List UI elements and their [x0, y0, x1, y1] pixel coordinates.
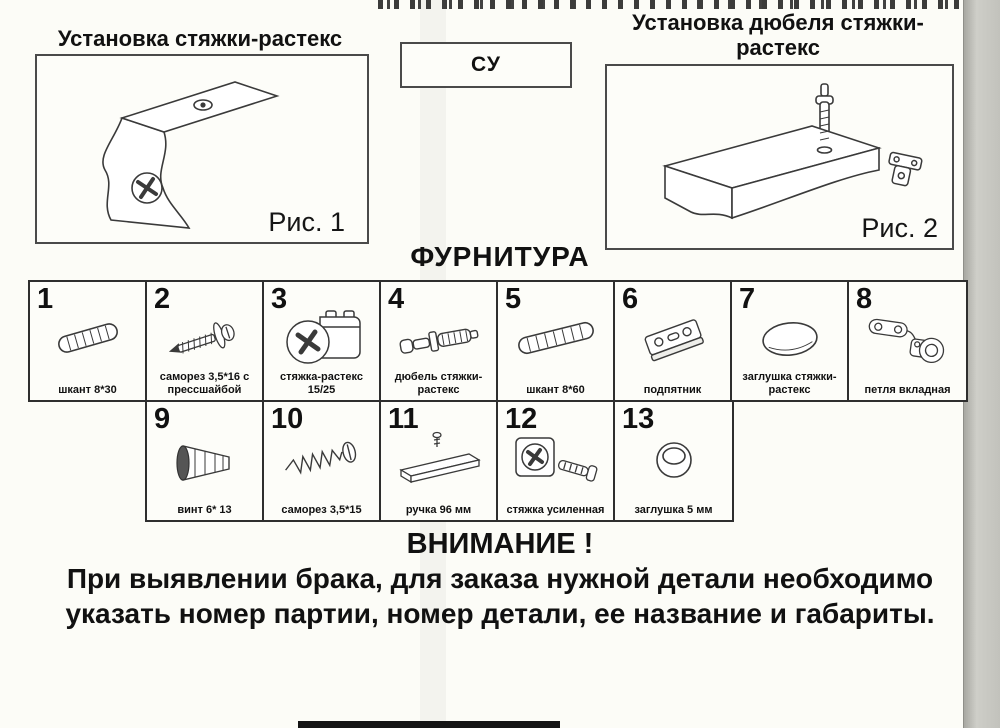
item-number: 5 — [505, 283, 522, 315]
dowel-icon — [30, 306, 145, 370]
item-number: 1 — [37, 283, 54, 315]
hardware-table-row-2: 9 винт 6* 13 10 — [145, 402, 734, 522]
notice-line-1: При выявлении брака, для заказа нужной д… — [66, 563, 934, 594]
hardware-item: 3 стяжка-растекс 15/25 — [264, 282, 381, 400]
item-number: 12 — [505, 403, 538, 435]
hardware-item: 4 дюбель стяжк — [381, 282, 498, 400]
figure2-title: Установка дюбеля стяжки-растекс — [632, 10, 924, 61]
hardware-table-row-1: 1 шкант 8*30 2 — [28, 280, 968, 402]
item-label: винт 6* 13 — [177, 503, 232, 516]
item-label: дюбель стяжки-растекс — [394, 370, 483, 396]
item-label: шкант 8*30 — [58, 383, 117, 396]
item-label: ручка 96 мм — [405, 503, 472, 516]
cone-screw-icon — [147, 426, 262, 490]
notice-line-2: указать номер партии, номер детали, ее н… — [65, 598, 935, 629]
su-label-box: СУ — [400, 42, 572, 88]
scan-edge — [963, 0, 1000, 728]
rastex-dowel-icon — [381, 306, 496, 370]
item-label: стяжка-растекс 15/25 — [280, 370, 363, 396]
item-number: 7 — [739, 283, 756, 315]
item-number: 2 — [154, 283, 171, 315]
item-number: 11 — [388, 403, 419, 435]
hardware-item: 12 — [498, 402, 615, 520]
item-label: саморез 3,5*16 с прессшайбой — [159, 370, 250, 396]
hardware-item: 10 саморез 3,5*15 — [264, 402, 381, 520]
notice-title: ВНИМАНИЕ ! — [406, 528, 594, 560]
item-label: петля вкладная — [864, 383, 951, 396]
dowel-long-icon — [498, 306, 613, 370]
cap-icon — [615, 426, 732, 490]
item-number: 9 — [154, 403, 171, 435]
item-number: 13 — [622, 403, 655, 435]
item-number: 6 — [622, 283, 639, 315]
handle-icon — [381, 426, 496, 490]
figure1-title: Установка стяжки-растекс — [57, 26, 343, 51]
inset-hinge-icon — [849, 306, 966, 370]
figure1-box: Рис. 1 — [35, 54, 369, 244]
item-label: подпятник — [643, 383, 702, 396]
scan-bottom-bar — [298, 721, 560, 728]
hardware-item: 6 подпятник — [615, 282, 732, 400]
hardware-item: 1 шкант 8*30 — [30, 282, 147, 400]
hardware-item: 13 заглушка 5 мм — [615, 402, 732, 520]
item-number: 10 — [271, 403, 304, 435]
hardware-item: 5 шкант 8*60 — [498, 282, 615, 400]
item-number: 8 — [856, 283, 873, 315]
hardware-item: 2 са — [147, 282, 264, 400]
rastex-installation-drawing — [37, 56, 367, 238]
rastex-cam-icon — [264, 306, 379, 370]
hardware-item: 7 заглушка стяжки-растекс — [732, 282, 849, 400]
item-number: 3 — [271, 283, 288, 315]
screw-icon — [264, 426, 379, 490]
item-label: саморез 3,5*15 — [281, 503, 362, 516]
item-label: заглушка 5 мм — [634, 503, 713, 516]
dowel-installation-drawing — [607, 66, 952, 244]
figure1-caption: Рис. 1 — [268, 207, 345, 237]
figure2-box: Рис. 2 — [605, 64, 954, 250]
hardware-section-title: ФУРНИТУРА — [410, 241, 590, 272]
figure2-caption: Рис. 2 — [861, 213, 938, 243]
spiral-binding-marks — [378, 0, 1000, 9]
hardware-item: 8 петля вкладная — [849, 282, 966, 400]
hardware-item: 11 ручка 96 мм — [381, 402, 498, 520]
rastex-cap-icon — [732, 306, 847, 370]
reinforced-cam-icon — [498, 426, 613, 490]
item-label: шкант 8*60 — [526, 383, 585, 396]
hardware-item: 9 винт 6* 13 — [147, 402, 264, 520]
item-number: 4 — [388, 283, 405, 315]
item-label: заглушка стяжки-растекс — [742, 370, 837, 396]
press-washer-screw-icon — [147, 306, 262, 370]
item-label: стяжка усиленная — [506, 503, 605, 516]
foot-plate-icon — [615, 306, 730, 370]
